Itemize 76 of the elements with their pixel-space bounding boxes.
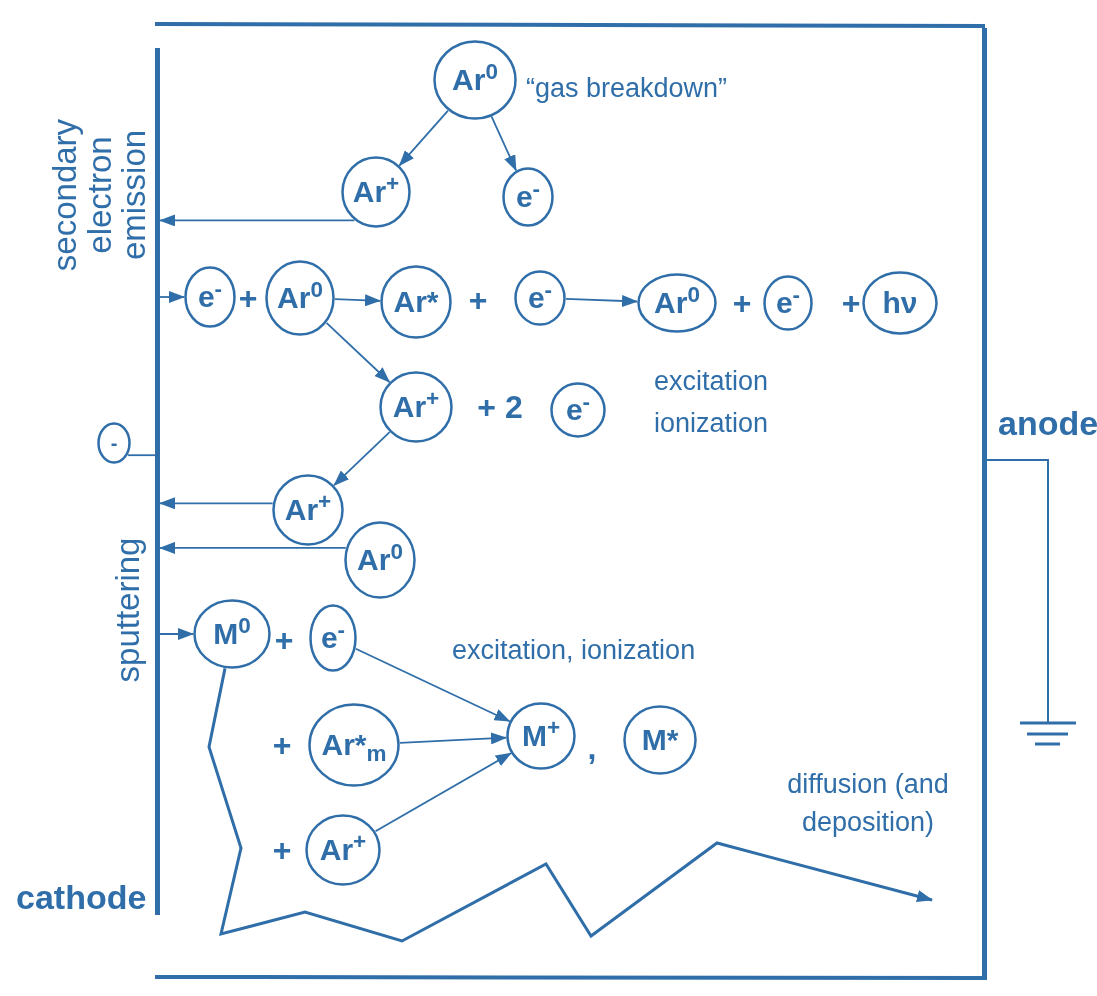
arrow	[399, 732, 507, 745]
particle-circle	[550, 382, 606, 438]
particle-circle	[433, 40, 517, 120]
particle-symbol: M$^{0}$	[213, 619, 251, 649]
particle-circle	[763, 275, 813, 331]
arrow	[565, 294, 638, 307]
electrode-label: cathode	[16, 877, 147, 918]
operator-sign: +	[732, 284, 752, 323]
particle-circle	[341, 156, 411, 228]
arrow	[159, 497, 274, 510]
particle-symbol: Ar*$_{m}$	[321, 730, 387, 760]
terminal-circle	[97, 422, 131, 464]
particle-symbol: Ar$^{0}$	[277, 283, 323, 313]
particle-circle	[305, 814, 381, 886]
particle-symbol: Ar$^{+}$	[392, 392, 440, 422]
particle-circle	[193, 599, 271, 669]
particle-symbol: Ar$^{0}$	[452, 65, 498, 95]
operator-sign: +	[272, 726, 292, 765]
electrode-plate	[982, 28, 987, 980]
particle-symbol: e$^{-}$	[320, 623, 346, 653]
particle-symbol: e$^{-}$	[565, 395, 591, 425]
arrow	[159, 291, 185, 303]
particle-symbol: Ar$^{0}$	[654, 288, 700, 318]
particle-circle	[265, 260, 335, 336]
particle-symbol: Ar$^{+}$	[284, 495, 332, 525]
particle-symbol: M*	[641, 725, 679, 755]
particle-symbol: M$^{+}$	[521, 721, 561, 751]
particle-symbol: Ar*	[393, 287, 439, 317]
particle-circle	[344, 521, 416, 599]
particle-circle	[637, 273, 717, 333]
process-label: secondary electron emission	[48, 117, 152, 274]
operator-sign: +	[468, 281, 488, 320]
operator-sign: +	[841, 284, 861, 323]
particle-circle	[184, 266, 236, 328]
particle-symbol: hν	[882, 288, 918, 318]
process-label: diffusion (and deposition)	[786, 768, 950, 839]
operator-sign: +	[238, 279, 258, 318]
particle-symbol: Ar$^{+}$	[319, 835, 367, 865]
arrow	[159, 541, 347, 554]
particle-circle	[309, 604, 357, 672]
operator-sign: +	[272, 831, 292, 870]
arrow	[374, 752, 512, 833]
arrow	[207, 668, 933, 943]
arrow	[334, 294, 381, 307]
operator-sign: ,	[587, 729, 597, 768]
arrow	[354, 647, 511, 723]
particle-circle	[506, 702, 576, 770]
process-label: “gas breakdown”	[526, 72, 728, 105]
particle-symbol: e$^{-}$	[775, 288, 801, 318]
particle-symbol: Ar$^{+}$	[352, 177, 400, 207]
process-label: excitation, ionization	[452, 634, 696, 667]
arrow	[159, 214, 356, 227]
particle-circle	[272, 474, 344, 546]
arrow	[159, 628, 194, 640]
particle-circle	[862, 271, 938, 335]
operator-sign: +	[274, 621, 294, 660]
particle-circle	[379, 371, 453, 443]
arrow	[490, 115, 517, 172]
particle-circle	[308, 703, 400, 787]
process-label: sputtering	[108, 536, 148, 685]
particle-circle	[514, 270, 566, 326]
electrode-plate	[155, 48, 160, 915]
process-label: excitation ionization	[654, 365, 770, 440]
particle-symbol: e$^{-}$	[515, 182, 541, 212]
arrow	[325, 322, 391, 383]
operator-sign: + 2	[477, 388, 523, 427]
arrow	[333, 431, 391, 487]
particle-circle	[502, 167, 554, 227]
particle-symbol: e$^{-}$	[197, 282, 223, 312]
particle-circle	[380, 265, 452, 339]
particle-symbol: e$^{-}$	[527, 283, 553, 313]
particle-circle	[623, 705, 697, 775]
arrow	[398, 109, 449, 167]
particle-symbol: -	[110, 433, 118, 453]
electrode-label: anode	[998, 403, 1097, 444]
particle-symbol: Ar$^{0}$	[357, 545, 403, 575]
